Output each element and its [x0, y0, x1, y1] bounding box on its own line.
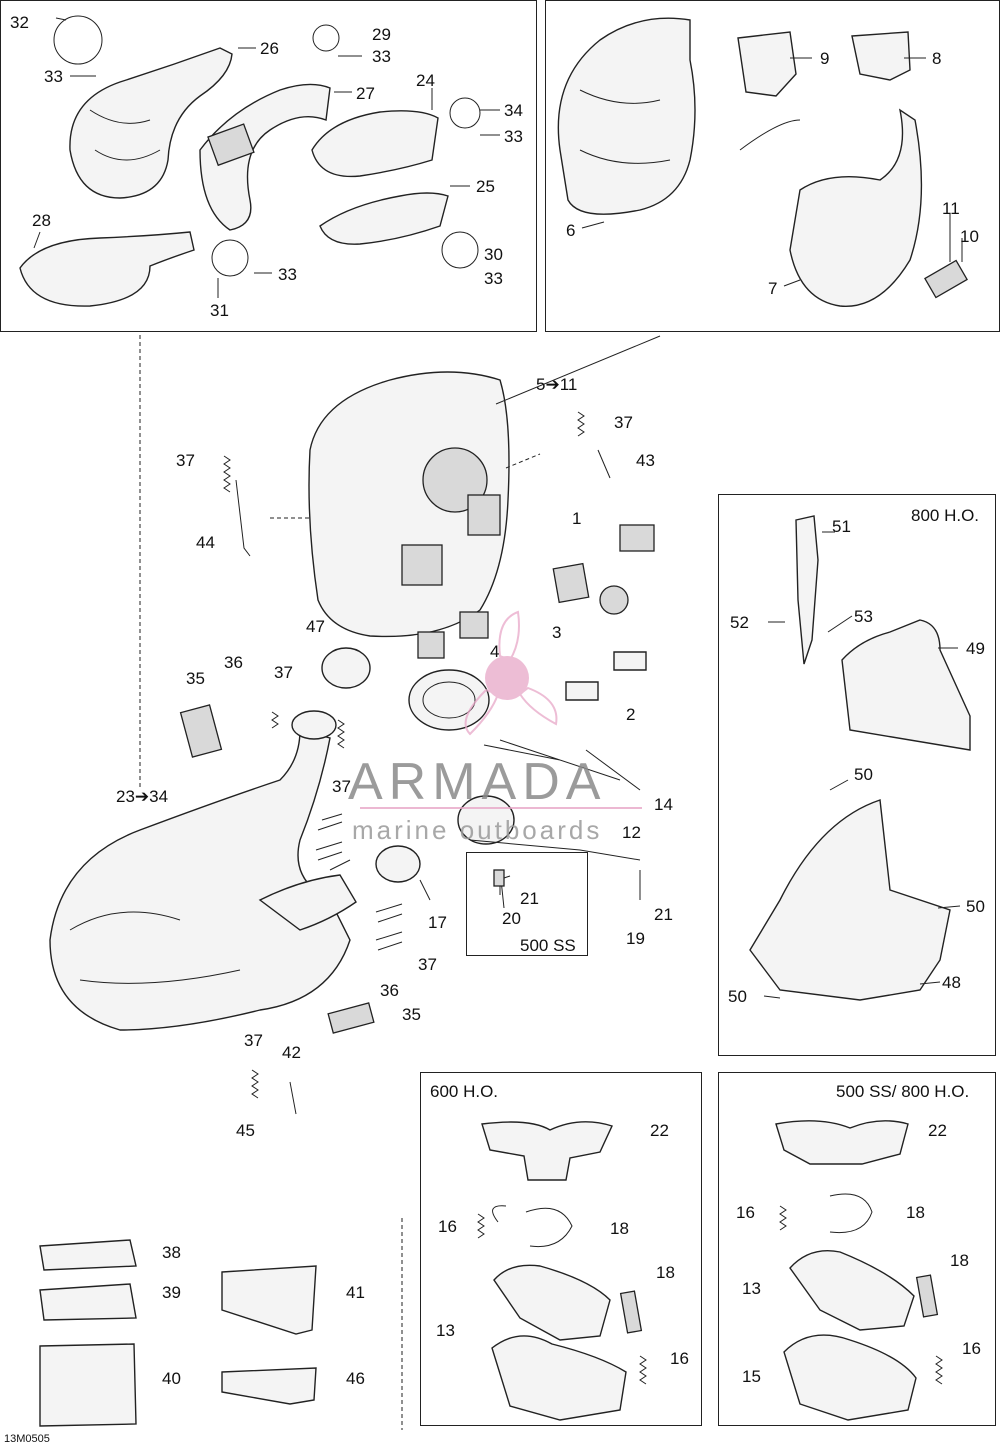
callout-18: 18: [610, 1219, 629, 1238]
callout-50: 50: [728, 987, 747, 1006]
callout-33: 33: [504, 127, 523, 146]
callout-37: 37: [614, 413, 633, 432]
panel-800-ho: [718, 494, 996, 1056]
callout-52: 52: [730, 613, 749, 632]
panel-title-500-ss: 500 SS: [520, 936, 576, 955]
top-right-parts: [557, 17, 968, 307]
callout-33: 33: [44, 67, 63, 86]
callout-16: 16: [670, 1349, 689, 1368]
callout-33: 33: [372, 47, 391, 66]
callout-46: 46: [346, 1369, 365, 1388]
callout-16: 16: [736, 1203, 755, 1222]
decals: [39, 1218, 403, 1430]
callout-41: 41: [346, 1283, 365, 1302]
watermark-tagline: marine outboards: [352, 815, 603, 845]
callout-30: 30: [484, 245, 503, 264]
callout-18: 18: [906, 1203, 925, 1222]
callout-42: 42: [282, 1043, 301, 1062]
callout-5-to-11: 5➔11: [536, 375, 578, 394]
callout-24: 24: [416, 71, 435, 90]
panel-500ss-parts: [493, 869, 511, 909]
callout-50: 50: [966, 897, 985, 916]
callout-14: 14: [654, 795, 673, 814]
callout-12: 12: [622, 823, 641, 842]
callout-32: 32: [10, 13, 29, 32]
springs: [223, 411, 585, 1099]
panel-500-ss: [466, 852, 588, 956]
callout-43: 43: [636, 451, 655, 470]
panel-600-parts: [477, 1121, 647, 1421]
callout-20: 20: [502, 909, 521, 928]
callout-33: 33: [484, 269, 503, 288]
callout-37: 37: [244, 1031, 263, 1050]
callout-47: 47: [306, 617, 325, 636]
callout-27: 27: [356, 84, 375, 103]
callout-2: 2: [626, 705, 636, 724]
callout-29: 29: [372, 25, 391, 44]
callout-36: 36: [224, 653, 243, 672]
callout-21: 21: [520, 889, 539, 908]
callout-19: 19: [626, 929, 645, 948]
callout-1: 1: [572, 509, 582, 528]
callout-31: 31: [210, 301, 229, 320]
callout-22: 22: [650, 1121, 669, 1140]
callout-11: 11: [942, 199, 960, 218]
callout-16: 16: [438, 1217, 457, 1236]
callout-33: 33: [278, 265, 297, 284]
callout-45: 45: [236, 1121, 255, 1140]
center-parts: [49, 335, 661, 1115]
callout-39: 39: [162, 1283, 181, 1302]
watermark-logo: [464, 610, 558, 736]
panel-top-left: [0, 0, 537, 332]
callout-51: 51: [832, 517, 851, 536]
callout-36: 36: [380, 981, 399, 1000]
callout-34: 34: [504, 101, 523, 120]
callout-28: 28: [32, 211, 51, 230]
callout-37: 37: [176, 451, 195, 470]
panel-600-ho: [420, 1072, 702, 1426]
callout-10: 10: [960, 227, 979, 246]
callout-7: 7: [768, 279, 778, 298]
callout-48: 48: [942, 973, 961, 992]
callout-35: 35: [402, 1005, 421, 1024]
callout-18: 18: [950, 1251, 969, 1270]
callout-3: 3: [552, 623, 562, 642]
callout-37: 37: [332, 777, 351, 796]
top-left-parts: [19, 15, 500, 307]
callout-22: 22: [928, 1121, 947, 1140]
callout-53: 53: [854, 607, 873, 626]
callout-6: 6: [566, 221, 576, 240]
callout-49: 49: [966, 639, 985, 658]
callout-23-to-34: 23➔34: [116, 787, 169, 806]
callout-13: 13: [742, 1279, 761, 1298]
callout-13: 13: [436, 1321, 455, 1340]
callout-25: 25: [476, 177, 495, 196]
callout-26: 26: [260, 39, 279, 58]
callout-35: 35: [186, 669, 205, 688]
panel-800-parts: [749, 515, 971, 1001]
callout-17: 17: [428, 913, 447, 932]
panel-500ss-800ho: [718, 1072, 996, 1426]
callout-18: 18: [656, 1263, 675, 1282]
watermark-brand: ARMADA: [348, 753, 607, 811]
callout-9: 9: [820, 49, 830, 68]
callout-50: 50: [854, 765, 873, 784]
panel-500ss800-parts: [775, 1120, 943, 1421]
callout-40: 40: [162, 1369, 181, 1388]
callout-4: 4: [490, 642, 500, 661]
callout-38: 38: [162, 1243, 181, 1262]
panel-title-800-ho: 800 H.O.: [911, 506, 980, 525]
callout-15: 15: [742, 1367, 761, 1386]
callout-21: 21: [654, 905, 673, 924]
panel-title-500ss-800ho: 500 SS/ 800 H.O.: [836, 1082, 970, 1101]
callout-44: 44: [196, 533, 215, 552]
callout-37: 37: [418, 955, 437, 974]
panel-title-600-ho: 600 H.O.: [430, 1082, 499, 1101]
callout-37: 37: [274, 663, 293, 682]
callout-16: 16: [962, 1339, 981, 1358]
callout-8: 8: [932, 49, 942, 68]
drawing-code: 13M0505: [4, 1433, 50, 1445]
